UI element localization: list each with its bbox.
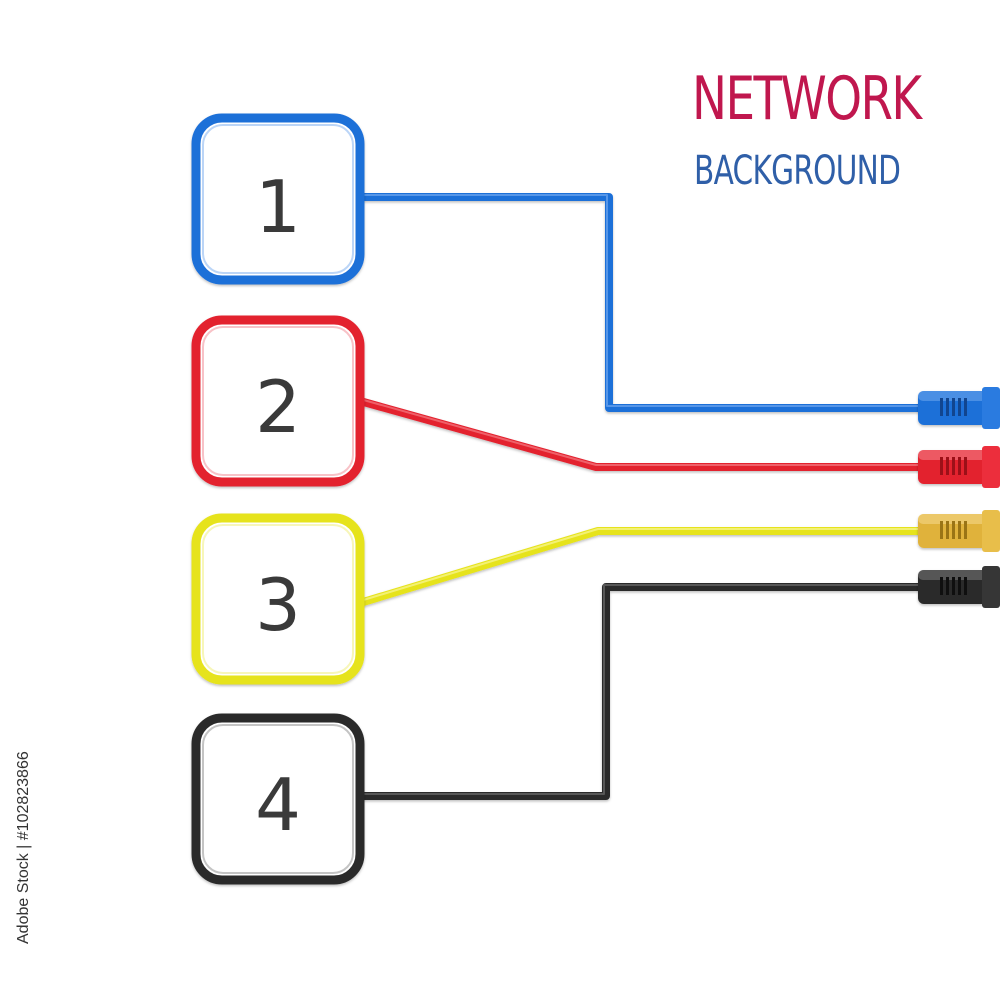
cable-1-wire — [360, 193, 925, 412]
plug-1 — [918, 387, 1000, 429]
box-3-number: 3 — [255, 563, 301, 647]
cable-1 — [360, 193, 925, 412]
box-1: 1 — [191, 113, 365, 285]
plug-3 — [918, 510, 1000, 552]
stock-id-text: Adobe Stock | #102823866 — [15, 751, 32, 944]
cable-3-wire — [358, 527, 925, 607]
plug-2 — [918, 446, 1000, 488]
title-network: NETWORK — [692, 64, 922, 134]
cable-4-wire — [360, 583, 925, 800]
title-block: NETWORK BACKGROUND — [0, 0, 1000, 210]
title-background: BACKGROUND — [694, 148, 901, 194]
box-3: 3 — [191, 513, 365, 685]
box-2-number: 2 — [255, 365, 301, 449]
box-4: 4 — [191, 713, 365, 885]
cable-2-wire — [358, 397, 925, 471]
plug-4 — [918, 566, 1000, 608]
box-4-number: 4 — [255, 763, 301, 847]
cable-3 — [358, 527, 925, 607]
box-1-number: 1 — [255, 165, 301, 249]
cable-2 — [358, 397, 925, 471]
stock-watermark-id: Adobe Stock | #102823866 — [14, 751, 34, 944]
box-2: 2 — [191, 315, 365, 487]
cable-4 — [360, 583, 925, 800]
